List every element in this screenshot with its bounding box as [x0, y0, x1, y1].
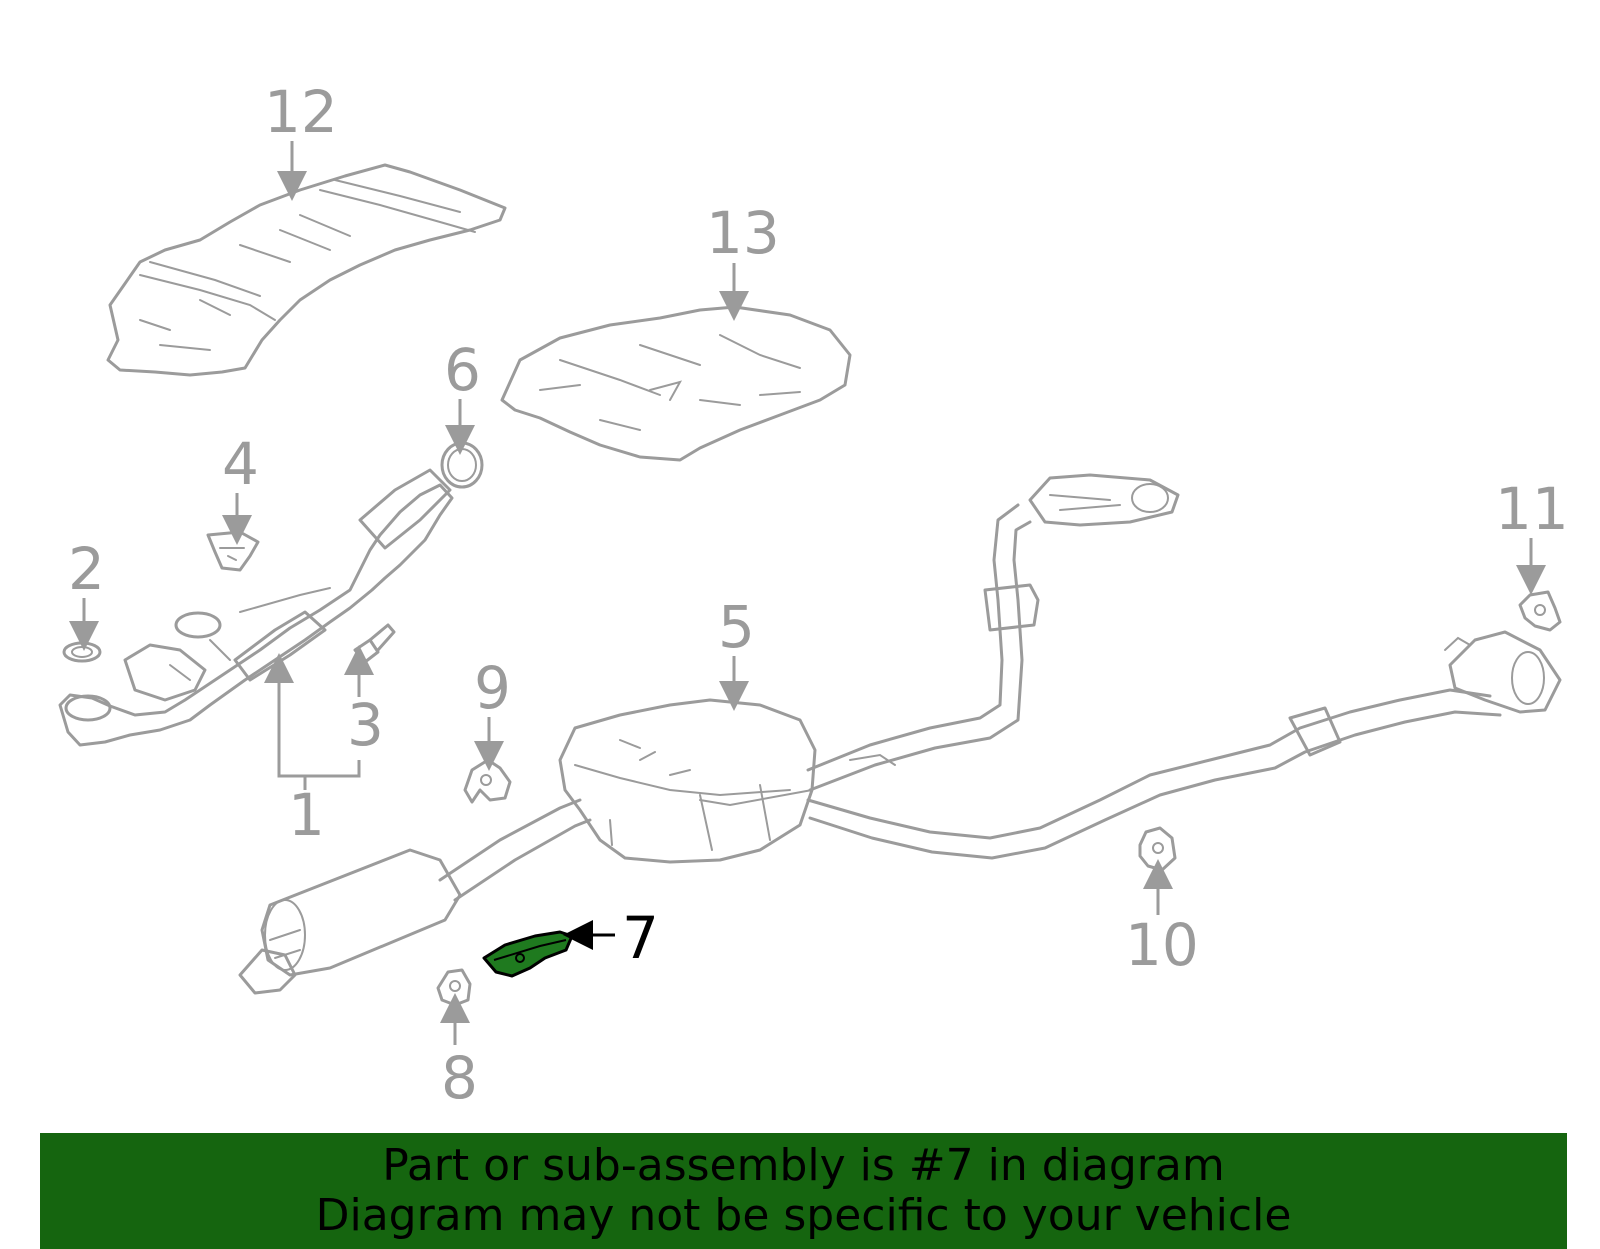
part-10-hanger: [1138, 826, 1177, 872]
callout-11: 11: [1495, 475, 1569, 543]
banner-line-2: Diagram may not be specific to your vehi…: [315, 1190, 1292, 1241]
callout-12: 12: [264, 78, 338, 146]
banner-line-1: Part or sub-assembly is #7 in diagram: [382, 1140, 1225, 1191]
part-11-hanger: [1518, 590, 1562, 632]
part-2-gasket: [62, 641, 102, 663]
info-banner: Part or sub-assembly is #7 in diagram Di…: [40, 1133, 1567, 1249]
callout-1: 1: [288, 781, 325, 849]
part-7-bracket-highlighted: [482, 930, 574, 978]
exhaust-parts-diagram: 12 13 6 4 2 3 1 5 9 11 10 8 7: [58, 78, 1569, 1112]
callout-4: 4: [222, 430, 259, 498]
callout-9: 9: [474, 654, 511, 722]
callout-5: 5: [718, 593, 755, 661]
part-8-hanger: [436, 968, 472, 1007]
leader-lines: [69, 141, 1546, 1045]
part-4-clip: [206, 530, 260, 572]
callout-3: 3: [347, 691, 384, 759]
part-5-center-muffler: [238, 473, 1562, 995]
part-12-heat-shield-front: [106, 163, 507, 377]
part-9-hanger: [463, 758, 512, 804]
callout-6: 6: [444, 336, 481, 404]
callout-10: 10: [1125, 911, 1199, 979]
callout-13: 13: [706, 199, 780, 267]
callout-8: 8: [441, 1044, 478, 1112]
part-6-gasket: [440, 441, 484, 489]
part-1-front-pipe-assembly: [58, 468, 454, 747]
part-13-heat-shield-center: [500, 305, 852, 462]
callout-7-highlighted: 7: [622, 904, 659, 972]
callout-2: 2: [68, 535, 105, 603]
part-3-bolt: [353, 623, 396, 664]
